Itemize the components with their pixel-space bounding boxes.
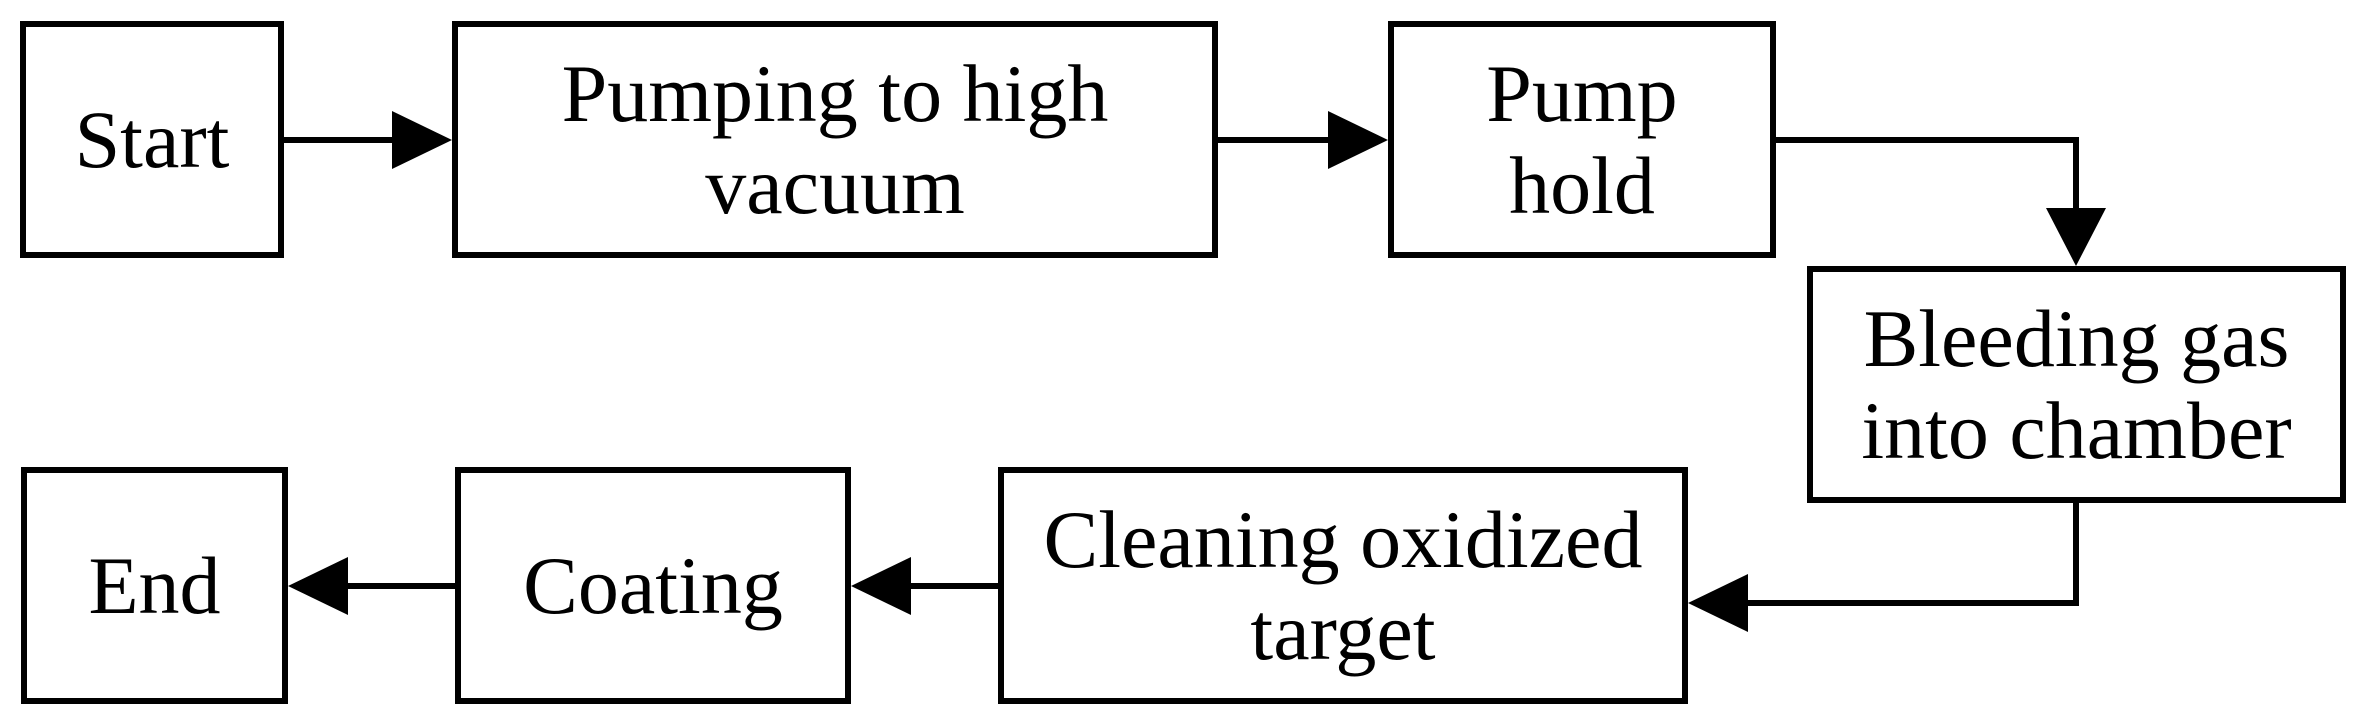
- node-bleeding-gas-into-chamber: Bleeding gas into chamber: [1807, 266, 2346, 503]
- node-start: Start: [20, 21, 284, 258]
- arrowhead-left-icon: [288, 557, 348, 615]
- edge-pumphold-to-bleeding-hline: [1776, 137, 2079, 143]
- node-pump-hold: Pump hold: [1388, 21, 1776, 258]
- node-end: End: [21, 467, 288, 704]
- node-cleaning-oxidized-target: Cleaning oxidized target: [998, 467, 1688, 704]
- edge-pumphold-to-bleeding-vline: [2073, 137, 2079, 211]
- edge-cleaning-to-coating-line: [909, 583, 998, 589]
- arrowhead-right-icon: [392, 111, 452, 169]
- arrowhead-left-icon: [1688, 574, 1748, 632]
- node-coating: Coating: [455, 467, 851, 704]
- edge-bleeding-to-cleaning-vline: [2073, 503, 2079, 606]
- edge-start-to-pumping-line: [284, 137, 394, 143]
- node-pumping-to-high-vacuum: Pumping to high vacuum: [452, 21, 1218, 258]
- edge-pumping-to-pumphold-line: [1218, 137, 1330, 143]
- arrowhead-left-icon: [851, 557, 911, 615]
- arrowhead-down-icon: [2046, 208, 2106, 266]
- edge-coating-to-end-line: [346, 583, 455, 589]
- edge-bleeding-to-cleaning-hline: [1746, 600, 2079, 606]
- arrowhead-right-icon: [1328, 111, 1388, 169]
